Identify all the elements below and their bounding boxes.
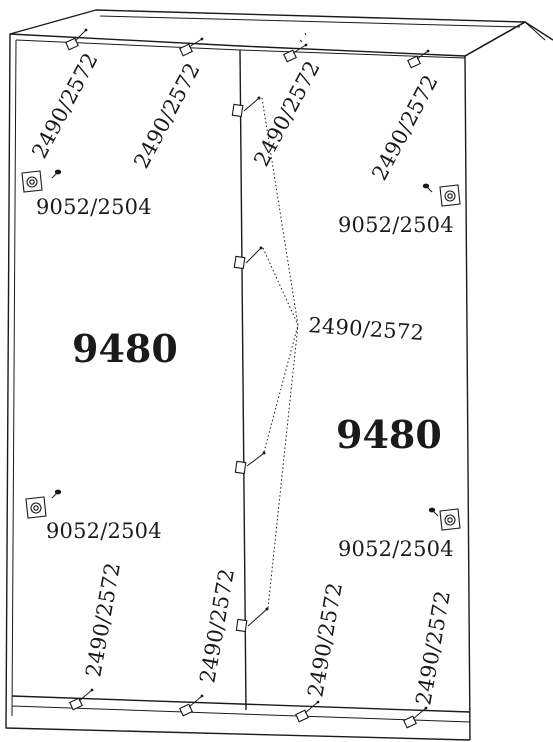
hinge-middle-4 <box>235 607 269 633</box>
fitting-upper-left <box>21 169 62 193</box>
hinge-middle-2 <box>233 246 263 270</box>
fitting-label-upper-left: 9052/2504 <box>36 195 152 219</box>
hinge-callout-leader-lines <box>261 97 299 609</box>
hinge-label-bottom-4: 2490/2572 <box>411 589 455 707</box>
screw-icon <box>428 507 439 517</box>
cabinet-top <box>9 9 526 57</box>
cabinet-left-side-inner <box>11 39 17 717</box>
hinge-bottom-1 <box>69 688 94 711</box>
doors-top-edge <box>15 39 466 59</box>
fitting-upper-right <box>422 183 461 207</box>
fitting-label-lower-right: 9052/2504 <box>338 537 454 561</box>
hinge-bottom-4 <box>403 706 428 729</box>
right-door-panel-number: 9480 <box>336 412 442 457</box>
cabinet-right-outer-edge <box>524 21 546 41</box>
hinge-label-top-3: 2490/2572 <box>249 57 325 170</box>
door-division-line <box>239 49 247 711</box>
left-door-panel-number: 9480 <box>72 326 178 371</box>
hinge-label-bottom-2: 2490/2572 <box>195 567 239 685</box>
hinge-middle-1 <box>231 96 261 118</box>
wardrobe-frame <box>5 9 553 741</box>
hinge-label-bottom-1: 2490/2572 <box>81 561 125 679</box>
cabinet-bottom <box>11 695 471 713</box>
fitting-label-lower-left: 9052/2504 <box>46 519 162 543</box>
screw-icon <box>422 183 433 193</box>
top-tick-mark <box>299 39 303 43</box>
fitting-label-upper-right: 9052/2504 <box>338 213 454 237</box>
cabinet-right-inner-edge <box>464 55 471 741</box>
fitting-lower-left <box>25 489 62 519</box>
fitting-lower-right <box>428 507 461 531</box>
hinge-label-bottom-3: 2490/2572 <box>303 581 347 699</box>
screw-icon <box>51 169 62 179</box>
hinge-bottom-2 <box>179 694 204 717</box>
hinge-middle-3 <box>234 451 266 475</box>
hinge-label-top-4: 2490/2572 <box>367 71 443 184</box>
hinge-top-1 <box>65 28 88 51</box>
hinge-bottom-3 <box>295 700 320 723</box>
hinge-label-top-2: 2490/2572 <box>129 59 205 172</box>
cabinet-bottom-line <box>11 705 471 723</box>
hinge-top-4 <box>407 49 430 69</box>
hinge-callout-label: 2490/2572 <box>308 313 425 345</box>
cabinet-top-inner-edge <box>99 15 521 28</box>
screw-icon <box>51 489 62 499</box>
top-tick-mark <box>304 32 307 36</box>
hinge-top-2 <box>179 37 204 57</box>
hinge-label-top-1: 2490/2572 <box>27 49 103 162</box>
hinge-top-3 <box>283 43 308 63</box>
cabinet-left-side <box>5 33 471 741</box>
